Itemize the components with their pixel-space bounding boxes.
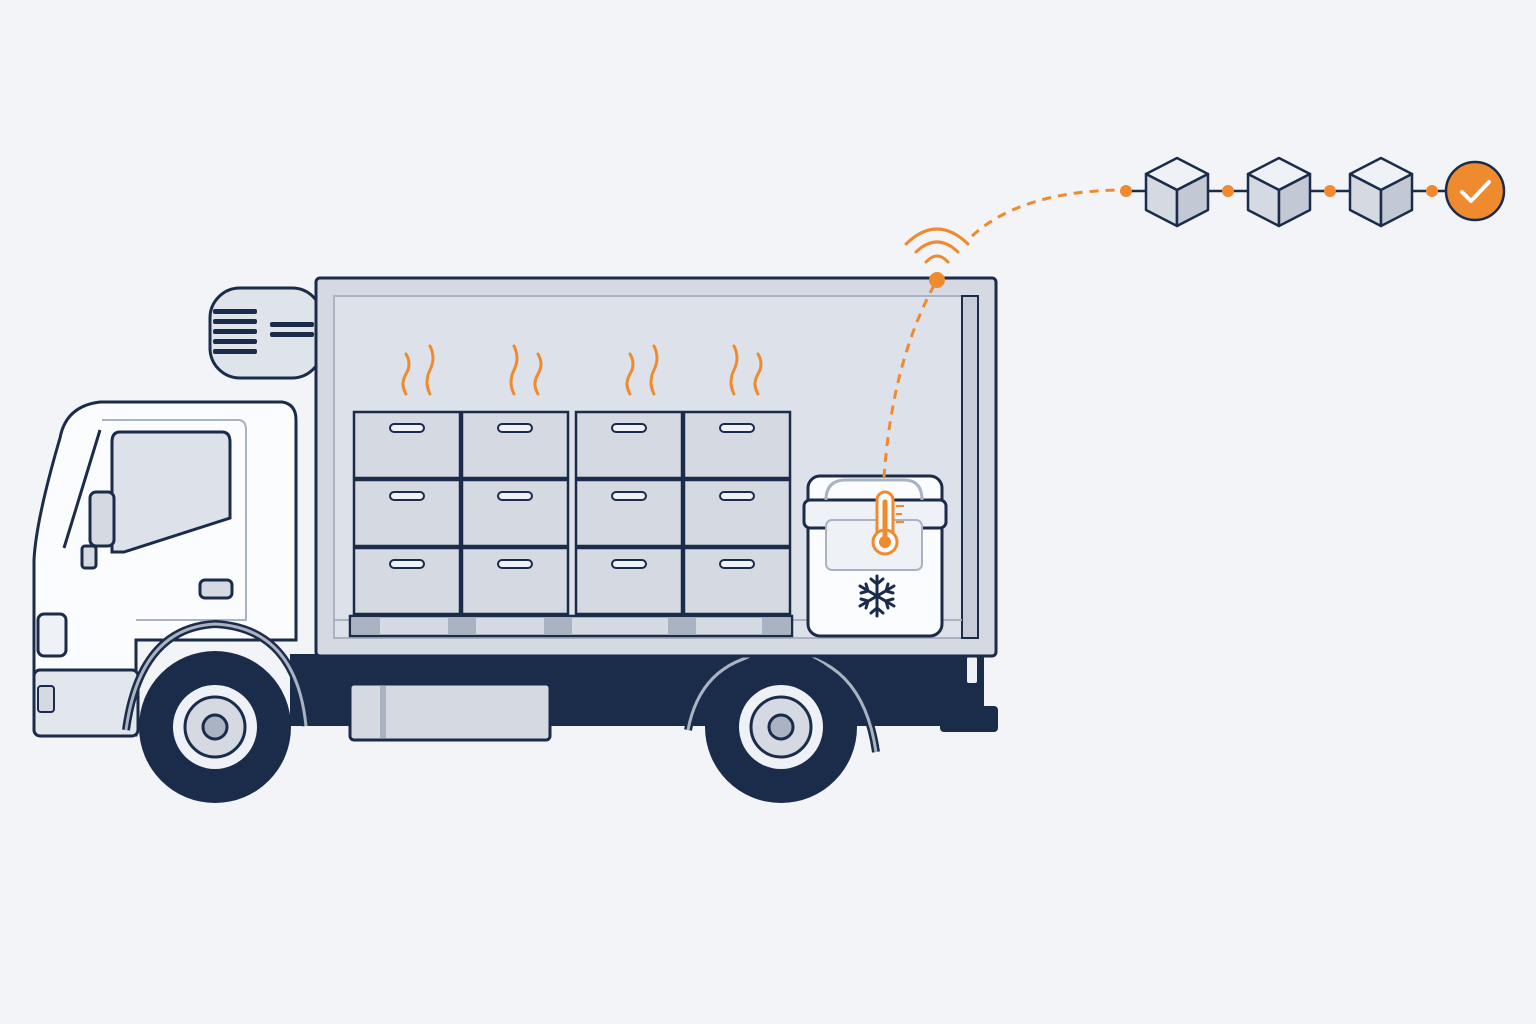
crate: [460, 478, 570, 548]
sensor-node: [929, 272, 945, 288]
chain-link-node: [1120, 185, 1132, 197]
wifi-signal-icon: [904, 227, 970, 264]
door-handle: [198, 578, 234, 600]
truck-chassis: [290, 654, 998, 742]
heat-waves-icon: [401, 344, 435, 396]
chain-link-node: [1222, 185, 1234, 197]
heat-waves-icon: [509, 344, 543, 396]
cube-icon: [1348, 156, 1414, 228]
crate: [352, 478, 462, 548]
cube-icon: [1246, 156, 1312, 228]
crate: [460, 546, 570, 616]
crate: [352, 410, 462, 480]
vent-grille-icon: [213, 309, 257, 354]
headlight: [36, 612, 68, 658]
sensor-link: [882, 188, 1119, 479]
fuel-tank: [348, 682, 552, 742]
crate: [460, 410, 570, 480]
cooler-box: [802, 474, 948, 638]
rear-wheel: [705, 651, 857, 803]
crate: [682, 546, 792, 616]
heat-waves-icon: [729, 344, 763, 396]
side-mirror: [88, 490, 116, 548]
front-bumper: [32, 668, 140, 738]
crate: [352, 546, 462, 616]
chain-link-node: [1426, 185, 1438, 197]
front-wheel: [139, 651, 291, 803]
thermometer-icon: [871, 490, 904, 556]
cab-window: [110, 430, 232, 554]
snowflake-icon: [858, 574, 896, 618]
heat-waves: [401, 344, 763, 396]
blockchain: [1120, 156, 1506, 228]
heat-waves-icon: [625, 344, 659, 396]
crate: [574, 546, 684, 616]
crate: [574, 478, 684, 548]
truck-cab: [32, 400, 298, 738]
crate: [574, 410, 684, 480]
refrigeration-unit: [208, 286, 324, 380]
crate-stack: [352, 410, 792, 616]
cube-icon: [1144, 156, 1210, 228]
chain-link-node: [1324, 185, 1336, 197]
crate: [682, 478, 792, 548]
pallet: [348, 614, 794, 638]
checkmark-icon: [1444, 160, 1506, 222]
crate: [682, 410, 792, 480]
